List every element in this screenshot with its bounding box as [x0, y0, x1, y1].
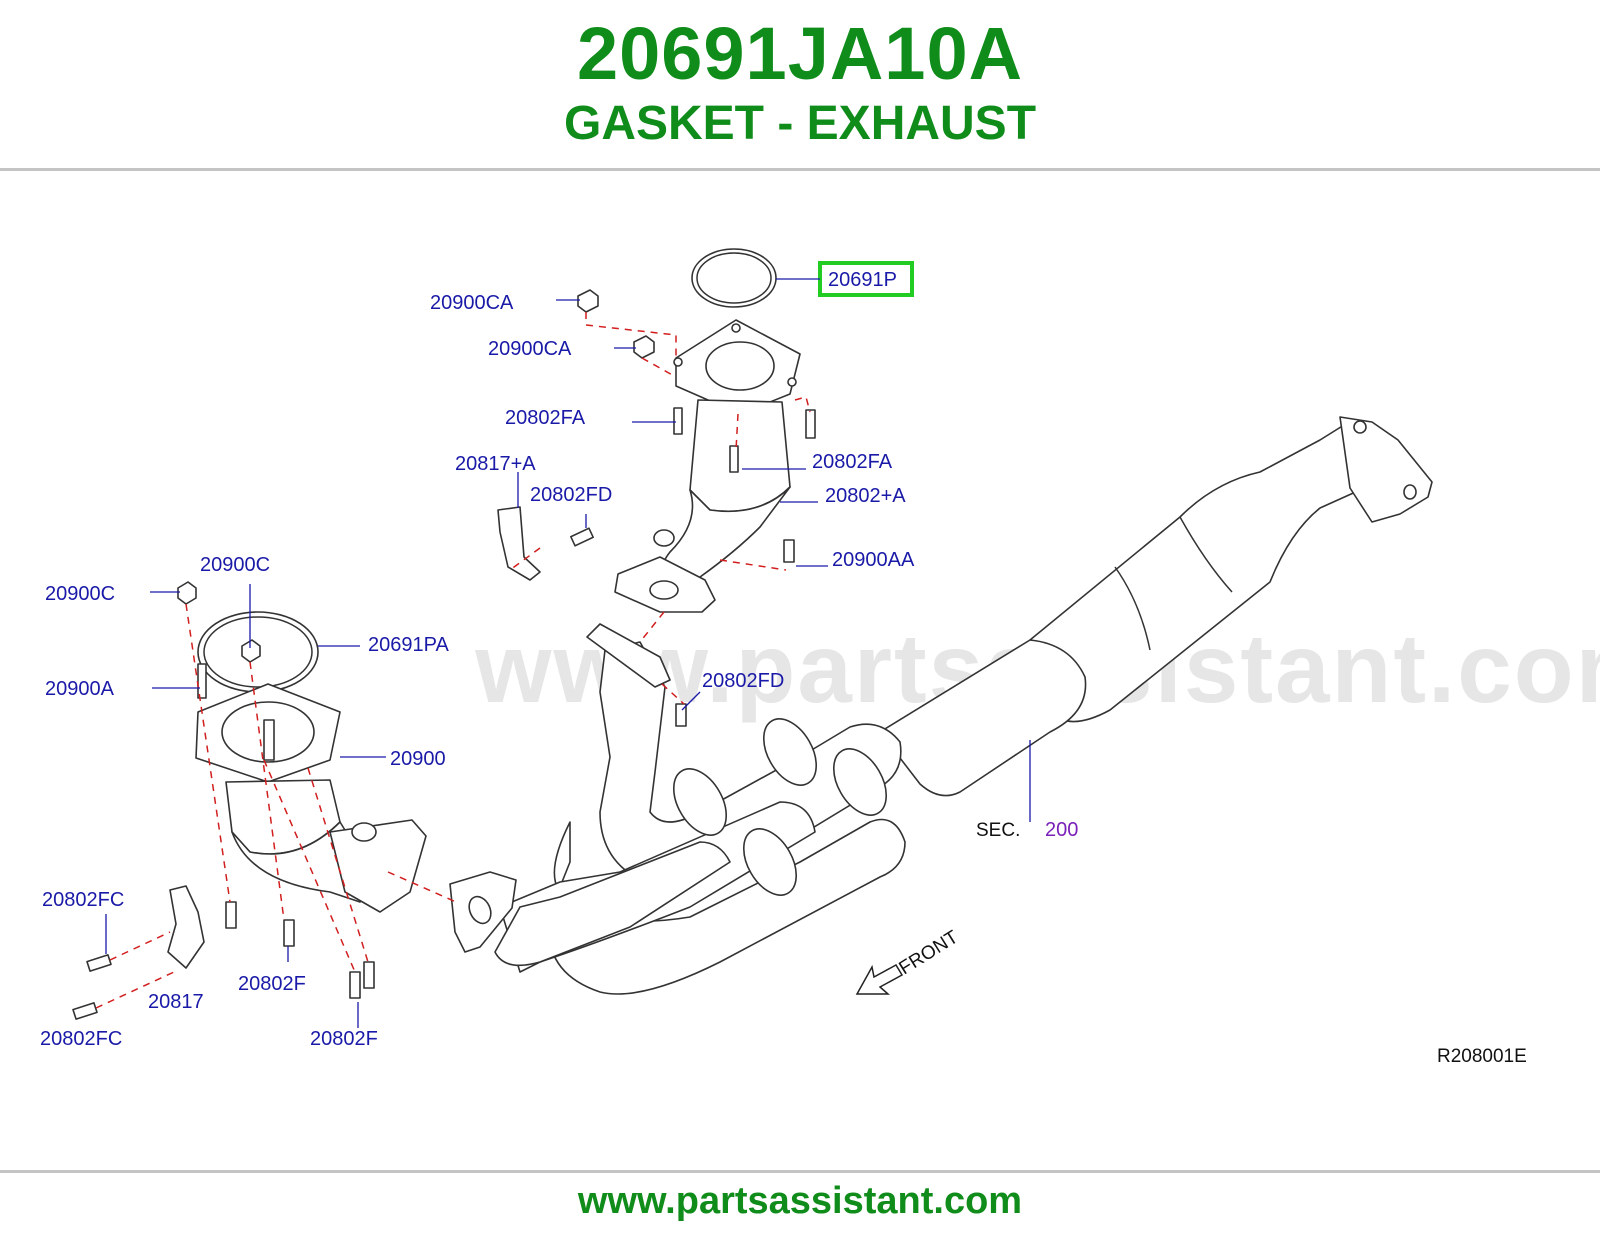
- stud-20900a: [263, 719, 275, 761]
- main-catalyst-shell: [1029, 419, 1396, 723]
- bolt-20802fc: [72, 1002, 98, 1020]
- bolt-20900aa: [783, 539, 795, 563]
- lower-catalyst-manifold: [195, 683, 427, 913]
- callout-20900ca[interactable]: 20900CA: [488, 338, 572, 360]
- upper-catalyst-body: [689, 399, 791, 513]
- pipe-ring: [672, 768, 728, 836]
- bolt-20802f: [283, 919, 295, 947]
- upper-y-branch-pipe: [599, 641, 902, 889]
- pipe-ring: [742, 828, 798, 896]
- section-ref-number[interactable]: 200: [1045, 819, 1078, 841]
- callout-20802f[interactable]: 20802F: [310, 1028, 378, 1050]
- callout-20802f[interactable]: 20802F: [238, 973, 306, 995]
- bolt-20802f: [363, 961, 375, 989]
- stud-20802fa: [805, 409, 816, 439]
- callout-20817[interactable]: 20817: [148, 991, 204, 1013]
- sensor-boss: [653, 529, 675, 547]
- bolt-20802f: [349, 971, 361, 999]
- callout-20900c[interactable]: 20900C: [45, 583, 115, 605]
- bolt-20802fc: [86, 954, 112, 972]
- catalyst-seam: [1114, 566, 1151, 651]
- front-direction-indicator: FRONT: [855, 927, 963, 995]
- bolt-20802fd: [675, 703, 687, 727]
- flange-bolt-hole: [1353, 420, 1367, 434]
- stud-20802fa: [673, 407, 683, 435]
- lower-fasteners: [72, 581, 687, 1020]
- flange-bolt-hole: [787, 377, 797, 387]
- flange-bolt-hole: [731, 323, 741, 333]
- callout-20691pa[interactable]: 20691PA: [368, 634, 449, 656]
- stud-20900a: [197, 663, 207, 699]
- exhaust-gasket-inner-edge: [696, 252, 772, 304]
- nut-20900c: [177, 581, 197, 605]
- footer-website-link[interactable]: www.partsassistant.com: [577, 1180, 1023, 1222]
- flange-bolt-hole: [1403, 484, 1417, 500]
- bolt-20802fd: [570, 527, 594, 547]
- lower-manifold-outlet-flange: [329, 819, 427, 913]
- callout-20802fa[interactable]: 20802FA: [505, 407, 586, 429]
- upper-manifold-port: [705, 341, 775, 391]
- callout-20802fd[interactable]: 20802FD: [702, 670, 784, 692]
- page-header: 20691JA10A GASKET - EXHAUST: [0, 0, 1600, 168]
- section-ref-label: SEC.: [976, 820, 1020, 841]
- outlet-port: [351, 822, 377, 842]
- callout-20691p[interactable]: 20691P: [828, 269, 897, 291]
- callout-20802fc[interactable]: 20802FC: [40, 1028, 122, 1050]
- callout-20900aa[interactable]: 20900AA: [832, 549, 915, 571]
- exhaust-gasket-20691p: [691, 248, 777, 308]
- callout-20802fa[interactable]: 20802FA: [812, 451, 893, 473]
- callout-20900c[interactable]: 20900C: [200, 554, 270, 576]
- lower-y-branch-pipe: [494, 841, 731, 967]
- pipe-junction: [879, 639, 1087, 797]
- bracket-20817a: [497, 506, 541, 581]
- upper-branch-flange: [586, 623, 671, 688]
- nut-20900ca: [577, 289, 599, 313]
- front-exhaust-pipe-assembly: [449, 416, 1433, 995]
- exhaust-gasket-inner-edge: [203, 616, 313, 688]
- bracket-20817: [167, 885, 205, 969]
- callout-20802fd[interactable]: 20802FD: [530, 484, 612, 506]
- upper-fasteners: [570, 289, 795, 563]
- callout-20817a[interactable]: 20817+A: [455, 453, 536, 475]
- nut-20900c: [241, 639, 261, 663]
- upper-manifold-neck: [661, 486, 791, 593]
- exhaust-parts-diagram: www.partsassistant.com: [0, 172, 1600, 1166]
- stud-20802fa: [729, 445, 739, 473]
- callout-20802fc[interactable]: 20802FC: [42, 889, 124, 911]
- part-number-title: 20691JA10A: [576, 12, 1024, 95]
- bolt-20802f: [225, 901, 237, 929]
- outlet-port: [649, 580, 679, 600]
- rear-outlet-flange: [1339, 416, 1433, 523]
- pipe-ring: [762, 718, 818, 786]
- figure-code: R208001E: [1437, 1046, 1527, 1067]
- part-description-subtitle: GASKET - EXHAUST: [563, 97, 1037, 150]
- flange-bolt-hole: [673, 357, 683, 367]
- header-divider: [0, 168, 1600, 171]
- front-arrow-icon: [855, 963, 904, 995]
- upper-catalyst-manifold: [614, 319, 801, 613]
- part-callouts: 20691P 20900CA 20900CA 20802FA 20802FA 2…: [40, 269, 1527, 1067]
- nut-20900ca: [633, 335, 655, 359]
- footer-divider: [0, 1170, 1600, 1173]
- catalyst-seam: [1179, 516, 1233, 593]
- callout-20900[interactable]: 20900: [390, 748, 446, 770]
- diagram-canvas: www.partsassistant.com: [40, 248, 1600, 1067]
- alignment-dashed-lines: [95, 312, 811, 1009]
- pipe-ring: [832, 748, 888, 816]
- callout-leader-lines: [105, 278, 1031, 1028]
- callout-20900ca[interactable]: 20900CA: [430, 292, 514, 314]
- callout-20900a[interactable]: 20900A: [45, 678, 115, 700]
- flange-port: [468, 895, 492, 925]
- callout-20802a[interactable]: 20802+A: [825, 485, 906, 507]
- front-label: FRONT: [896, 927, 963, 980]
